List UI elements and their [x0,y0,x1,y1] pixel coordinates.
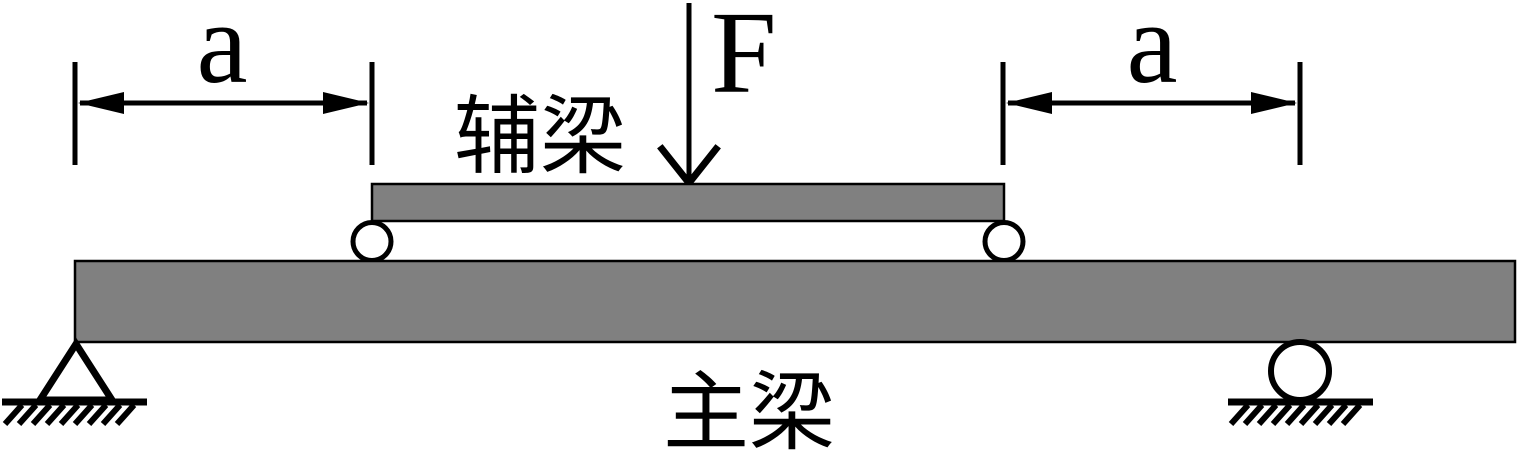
right-dimension: a [1000,0,1303,165]
roller-support-circle-icon [1268,339,1332,403]
left-dimension-arrowhead-left [78,92,124,114]
right-dimension-arrowhead-right [1251,92,1297,114]
force-arrow: F [657,0,777,189]
aux-beam-label: 辅梁 [454,89,626,185]
right-dimension-arrowhead-left [1006,92,1052,114]
left-dimension-arrowhead-right [323,92,369,114]
roller-support-hatching [1228,402,1363,427]
force-label: F [711,0,777,118]
aux-beam [370,182,1006,223]
pin-support-triangle-icon [33,337,119,404]
roller-support [1228,339,1373,427]
right-roller-icon [982,220,1026,263]
right-dimension-label: a [1126,0,1177,107]
pin-support [2,337,147,427]
pin-support-hatching [2,402,137,427]
main-beam [73,259,1517,344]
left-roller-icon [350,220,394,263]
left-dimension: a [72,0,375,165]
left-dimension-label: a [196,0,247,107]
main-beam-label: 主梁 [663,365,835,450]
